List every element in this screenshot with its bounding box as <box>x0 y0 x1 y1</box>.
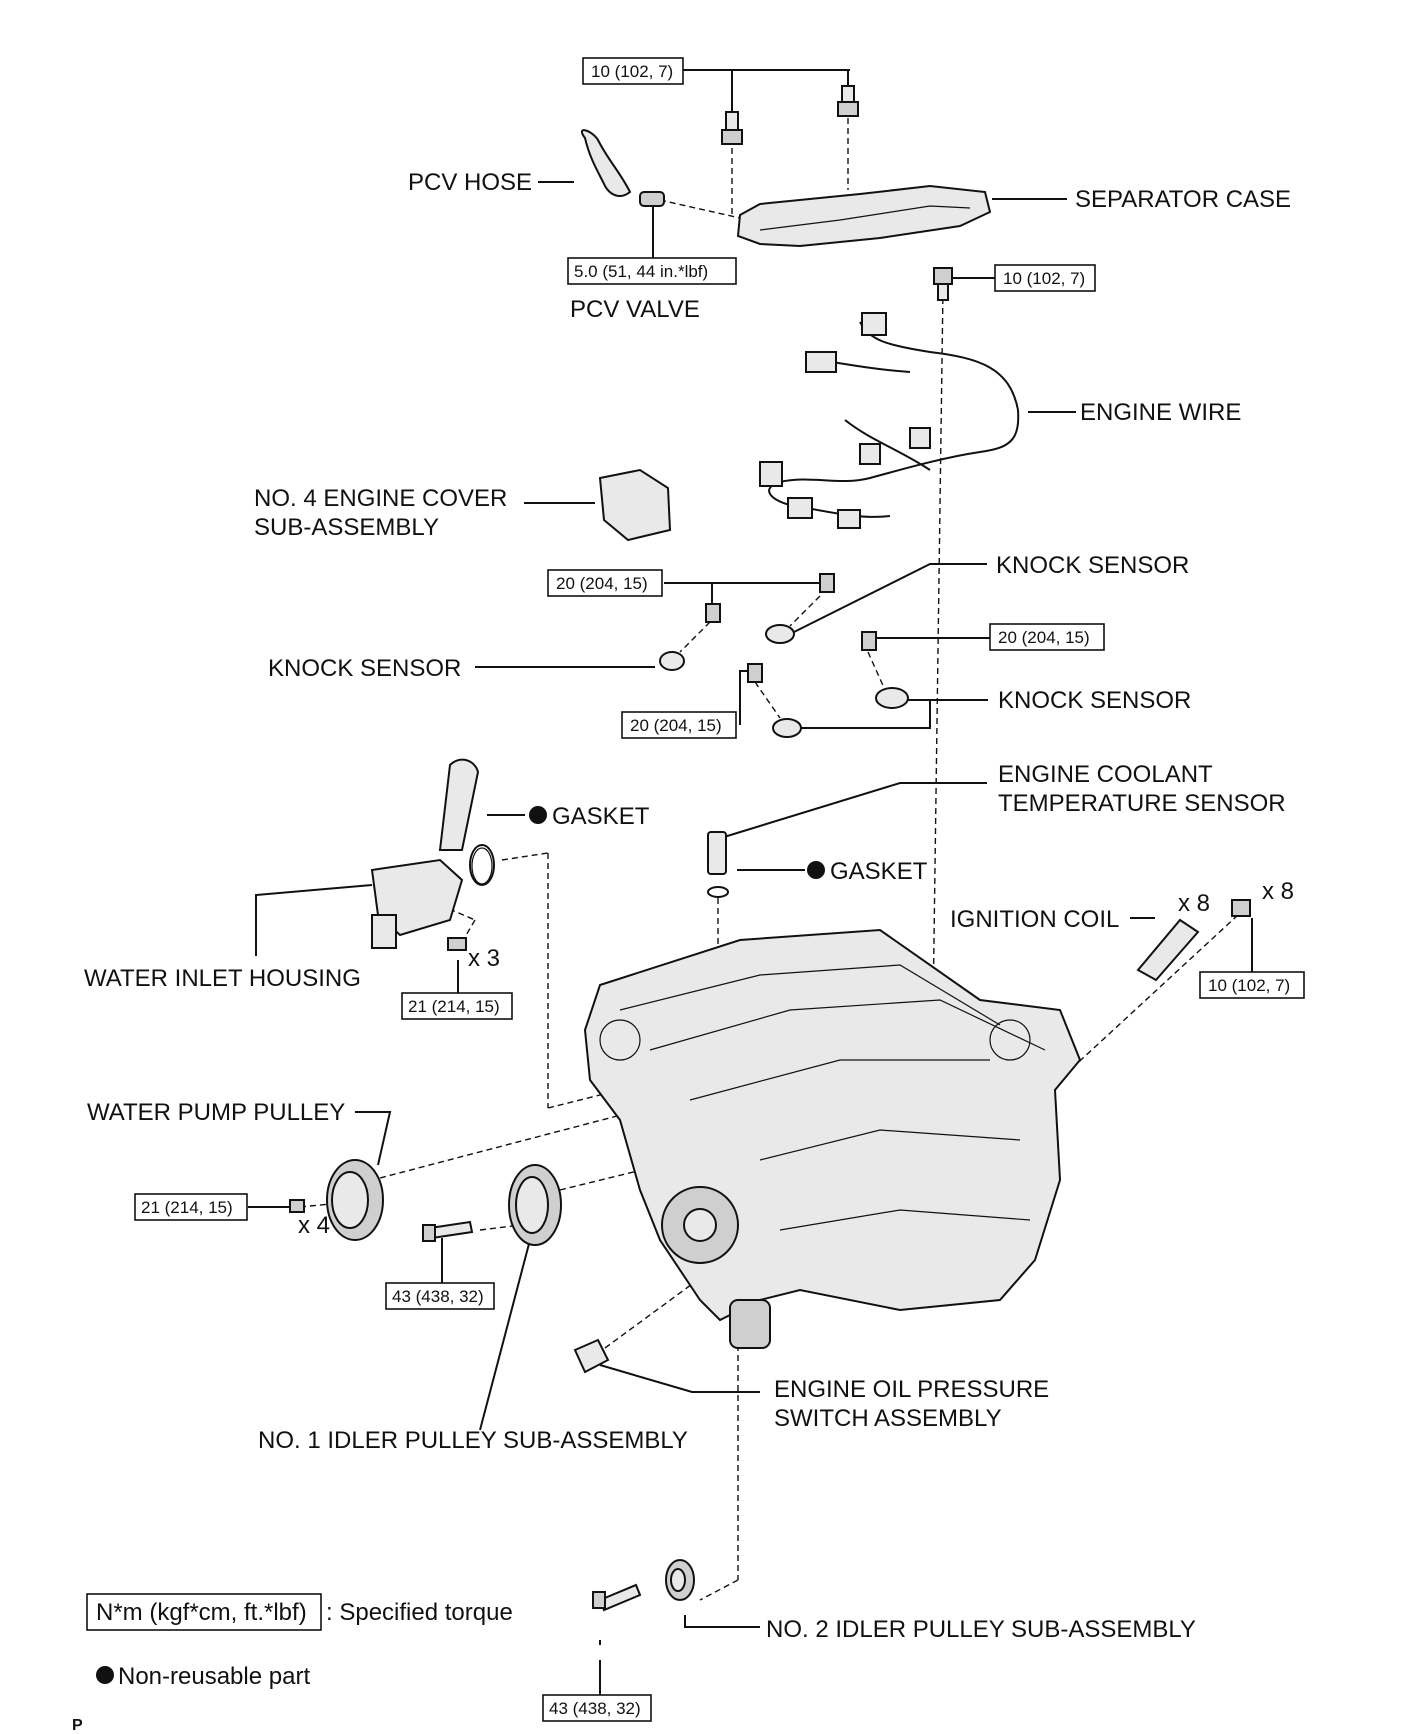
svg-text:20 (204, 15): 20 (204, 15) <box>556 574 648 593</box>
label-water-inlet-housing: WATER INLET HOUSING <box>84 965 361 992</box>
label-no4-engine-cover-line2: SUB-ASSEMBLY <box>254 514 439 541</box>
svg-text:5.0 (51, 44 in.*lbf): 5.0 (51, 44 in.*lbf) <box>574 262 708 281</box>
pcv-valve <box>639 191 665 207</box>
label-ignition-coil: IGNITION COIL <box>950 906 1119 933</box>
no2-idler-pulley <box>592 1559 695 1612</box>
water-pump-pulley <box>289 1159 384 1241</box>
legend-torque: N*m (kgf*cm, ft.*lbf) : Specified torque <box>86 1593 513 1631</box>
engine-wire-bolt <box>933 267 953 301</box>
ect-sensor <box>707 831 729 898</box>
torque-engine-wire-bolt: 10 (102, 7) <box>994 264 1096 292</box>
nonreusable-dot-gasket-ect <box>807 861 825 879</box>
gasket-ring <box>469 844 495 886</box>
label-no2-idler-pulley: NO. 2 IDLER PULLEY SUB-ASSEMBLY <box>766 1616 1196 1643</box>
torque-no2-idler-bolt: 43 (438, 32) <box>542 1694 652 1722</box>
engine-wire-harness <box>759 312 1020 529</box>
label-knock-sensor-right: KNOCK SENSOR <box>998 687 1191 714</box>
label-knock-sensor-left: KNOCK SENSOR <box>268 655 461 682</box>
label-engine-wire: ENGINE WIRE <box>1080 399 1241 426</box>
separator-bolts <box>721 85 859 145</box>
nonreusable-dot-gasket-inlet <box>529 806 547 824</box>
pcv-hose <box>580 129 632 197</box>
ignition-coil <box>1136 899 1251 982</box>
qty-water-inlet-bolts: x 3 <box>468 945 500 972</box>
svg-text:43 (438, 32): 43 (438, 32) <box>392 1287 484 1306</box>
torque-pcv-valve: 5.0 (51, 44 in.*lbf) <box>567 257 737 285</box>
label-oil-pressure-switch-line1: ENGINE OIL PRESSURE <box>774 1376 1049 1403</box>
torque-knock-sensor-2: 20 (204, 15) <box>989 623 1105 651</box>
water-inlet-housing <box>370 758 493 951</box>
label-pcv-hose: PCV HOSE <box>408 169 532 196</box>
label-pcv-valve: PCV VALVE <box>570 296 700 323</box>
torque-separator-bolts: 10 (102, 7) <box>582 57 684 85</box>
svg-text:10 (102, 7): 10 (102, 7) <box>1003 269 1085 288</box>
label-no1-idler-pulley: NO. 1 IDLER PULLEY SUB-ASSEMBLY <box>258 1427 688 1454</box>
svg-text:: Specified torque: : Specified torque <box>326 1599 513 1626</box>
svg-text:Non-reusable part: Non-reusable part <box>118 1663 310 1690</box>
torque-knock-sensor-1: 20 (204, 15) <box>547 569 663 597</box>
label-gasket-ect: GASKET <box>830 858 928 885</box>
svg-text:10 (102, 7): 10 (102, 7) <box>1208 976 1290 995</box>
page-mark: P <box>72 1717 83 1734</box>
qty-ignition-coil-bolts: x 8 <box>1262 878 1294 905</box>
label-knock-sensor-top: KNOCK SENSOR <box>996 552 1189 579</box>
leader-lines <box>248 69 1253 1695</box>
qty-ignition-coil: x 8 <box>1178 890 1210 917</box>
qty-water-pump-pulley-bolts: x 4 <box>298 1212 330 1239</box>
label-no4-engine-cover-line1: NO. 4 ENGINE COVER <box>254 485 507 512</box>
svg-text:20 (204, 15): 20 (204, 15) <box>630 716 722 735</box>
engine-block <box>583 928 1082 1349</box>
torque-knock-sensor-3: 20 (204, 15) <box>621 711 737 739</box>
label-ect-sensor-line2: TEMPERATURE SENSOR <box>998 790 1286 817</box>
svg-text:N*m (kgf*cm, ft.*lbf): N*m (kgf*cm, ft.*lbf) <box>96 1599 307 1626</box>
svg-text:20 (204, 15): 20 (204, 15) <box>998 628 1090 647</box>
no4-engine-cover <box>598 468 672 542</box>
label-separator-case: SEPARATOR CASE <box>1075 186 1291 213</box>
no1-idler-pulley <box>422 1164 562 1246</box>
knock-sensors <box>659 573 909 738</box>
separator-case <box>736 184 992 248</box>
label-oil-pressure-switch-line2: SWITCH ASSEMBLY <box>774 1405 1002 1432</box>
torque-water-pump-pulley-bolts: 21 (214, 15) <box>134 1193 248 1221</box>
svg-text:21 (214, 15): 21 (214, 15) <box>408 997 500 1016</box>
torque-no1-idler-bolt: 43 (438, 32) <box>385 1282 495 1310</box>
svg-text:43 (438, 32): 43 (438, 32) <box>549 1699 641 1718</box>
torque-ignition-coil-bolts: 10 (102, 7) <box>1199 971 1305 999</box>
label-water-pump-pulley: WATER PUMP PULLEY <box>87 1099 345 1126</box>
torque-water-inlet-bolts: 21 (214, 15) <box>401 992 513 1020</box>
label-ect-sensor-line1: ENGINE COOLANT <box>998 761 1213 788</box>
legend-nonreusable: Non-reusable part <box>96 1663 310 1690</box>
svg-text:21 (214, 15): 21 (214, 15) <box>141 1198 233 1217</box>
svg-text:10 (102, 7): 10 (102, 7) <box>591 62 673 81</box>
label-gasket-inlet: GASKET <box>552 803 650 830</box>
oil-pressure-switch <box>573 1338 610 1374</box>
